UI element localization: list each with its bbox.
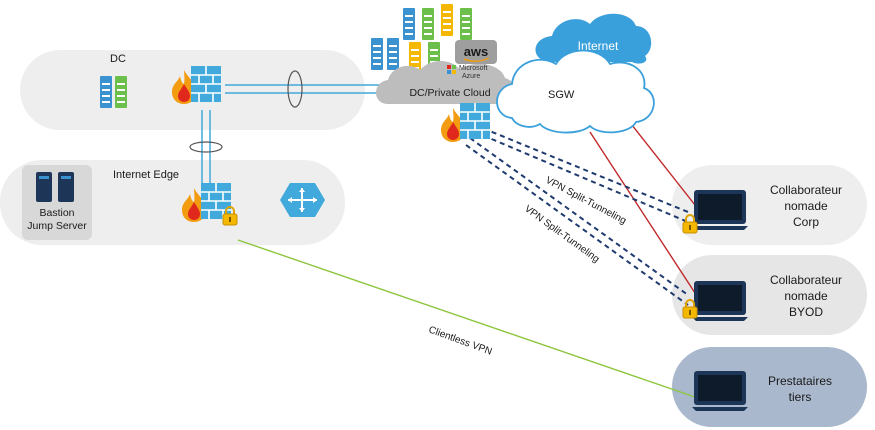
sgw-cloud-shape — [496, 49, 655, 134]
clientless-vpn-link — [237, 239, 696, 398]
private-cloud-label: DC/Private Cloud — [409, 87, 490, 99]
dc-firewall-icon — [190, 65, 222, 103]
bastion-server-icon — [36, 172, 74, 202]
prestataires-line1: Prestataires — [768, 374, 832, 388]
corp-user-line1: Collaborateur — [770, 183, 842, 197]
internet-cloud-shape — [535, 13, 652, 64]
bastion-label-line1: Bastion — [39, 207, 74, 219]
clientless-vpn-label: Clientless VPN — [427, 324, 493, 357]
sgw-to-byod-link — [589, 131, 698, 297]
public-cloud-servers-icon — [370, 3, 473, 75]
sgw-label: SGW — [548, 89, 575, 101]
dc-label: DC — [110, 53, 126, 65]
private-cloud-shape — [376, 61, 517, 104]
cloud-firewall-icon — [459, 102, 491, 140]
internet-edge-label: Internet Edge — [113, 169, 179, 181]
byod-user-line3: BYOD — [789, 305, 823, 319]
svg-text:Azure: Azure — [462, 73, 480, 80]
internet-label: Internet — [578, 39, 619, 53]
sgw-to-corp-link — [627, 119, 696, 206]
corp-user-zone — [672, 165, 867, 245]
aws-logo: aws — [455, 40, 497, 64]
vpn-split-label-1: VPN Split-Tunneling — [544, 175, 628, 227]
router-icon — [280, 183, 325, 217]
azure-logo: Microsoft Azure — [447, 65, 487, 80]
vpn-split-tunneling-lines — [465, 124, 689, 306]
corp-user-line3: Corp — [793, 215, 819, 229]
dc-to-cloud-link — [225, 70, 385, 108]
bastion-label-line2: Jump Server — [27, 220, 87, 232]
prestataires-line2: tiers — [789, 390, 812, 404]
dc-to-edge-link — [189, 110, 223, 188]
byod-user-line2: nomade — [784, 289, 828, 303]
svg-text:aws: aws — [464, 44, 489, 59]
vpn-split-label-2: VPN Split-Tunneling — [522, 204, 601, 266]
corp-user-line2: nomade — [784, 199, 828, 213]
byod-user-line1: Collaborateur — [770, 273, 842, 287]
byod-laptop-icon — [692, 281, 748, 321]
prestataires-laptop-icon — [692, 371, 748, 411]
svg-text:Microsoft: Microsoft — [459, 65, 487, 72]
corp-laptop-icon — [692, 190, 748, 230]
